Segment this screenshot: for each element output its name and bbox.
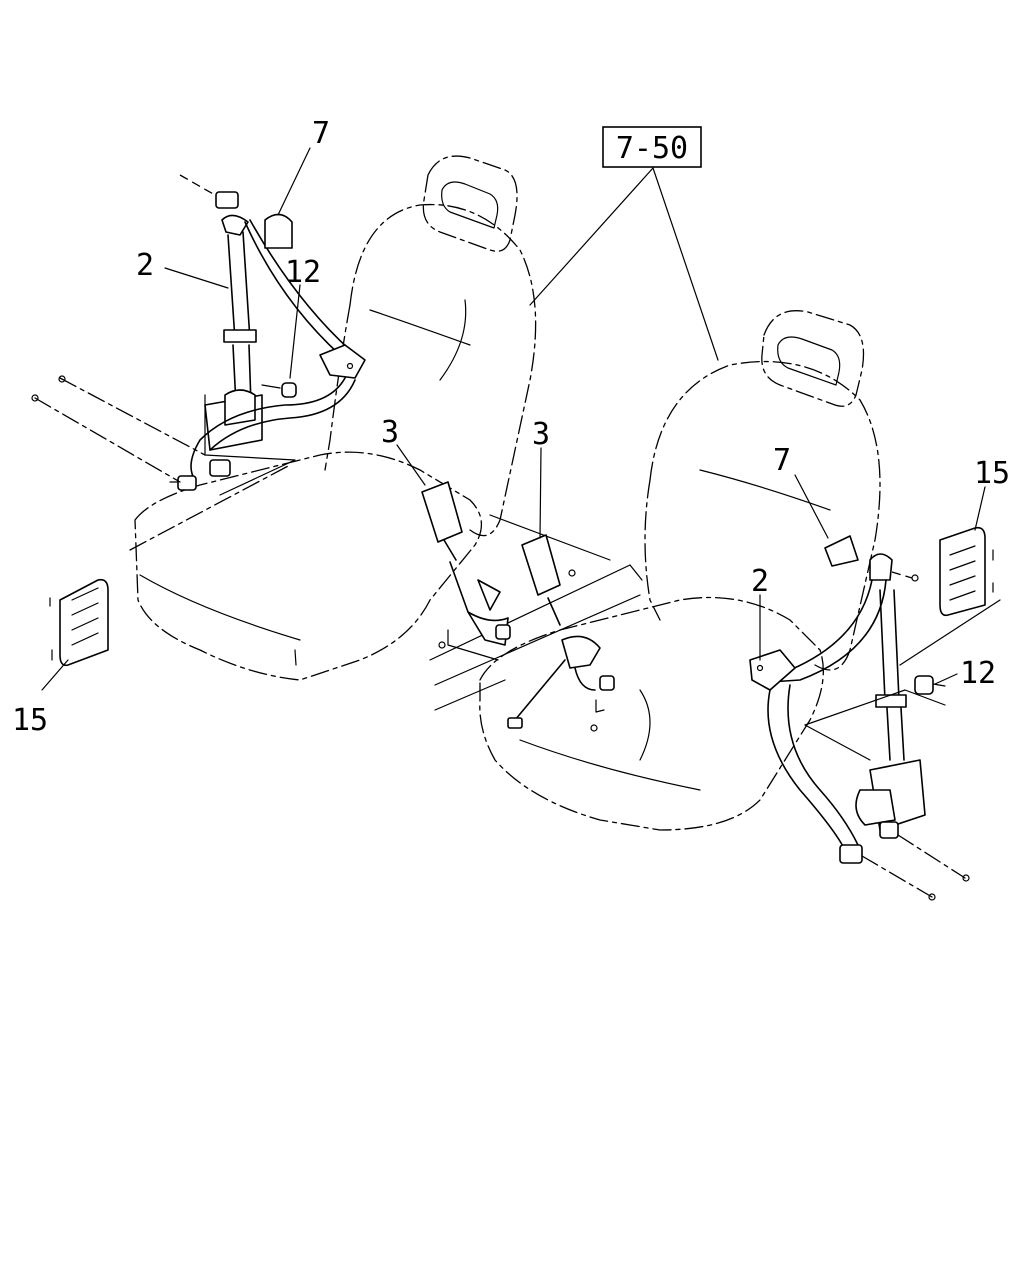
left-buckle: [421, 481, 511, 661]
callout-buckle-left: 3: [381, 415, 399, 450]
right-belt-assembly: [749, 553, 1001, 901]
callout-belt-right: 2: [751, 564, 769, 599]
assembly-callout-box: [602, 126, 702, 168]
callout-cover-right: 7: [773, 443, 791, 478]
left-seat: [134, 155, 537, 681]
callout-bolt-left: 12: [285, 255, 321, 290]
callout-belt-left: 2: [136, 248, 154, 283]
right-trim-cover: [824, 535, 859, 567]
callout-cover-left: 7: [312, 116, 330, 151]
right-bolt: [914, 675, 946, 695]
left-bolt: [261, 382, 297, 398]
callout-plate-left: 15: [12, 703, 48, 738]
callout-bolt-right: 12: [960, 656, 996, 691]
callout-plate-right: 15: [974, 456, 1010, 491]
right-buckle: [507, 534, 615, 732]
leader-lines: [41, 147, 986, 691]
right-cover-plate: [939, 526, 994, 617]
floor-lines: [429, 514, 643, 711]
left-cover-plate: [49, 578, 109, 667]
left-belt-assembly: [31, 174, 366, 551]
callout-buckle-right: 3: [532, 417, 550, 452]
left-trim-cover: [264, 213, 293, 249]
right-seat: [479, 310, 881, 831]
callout-assembly: 7-50: [616, 131, 688, 166]
